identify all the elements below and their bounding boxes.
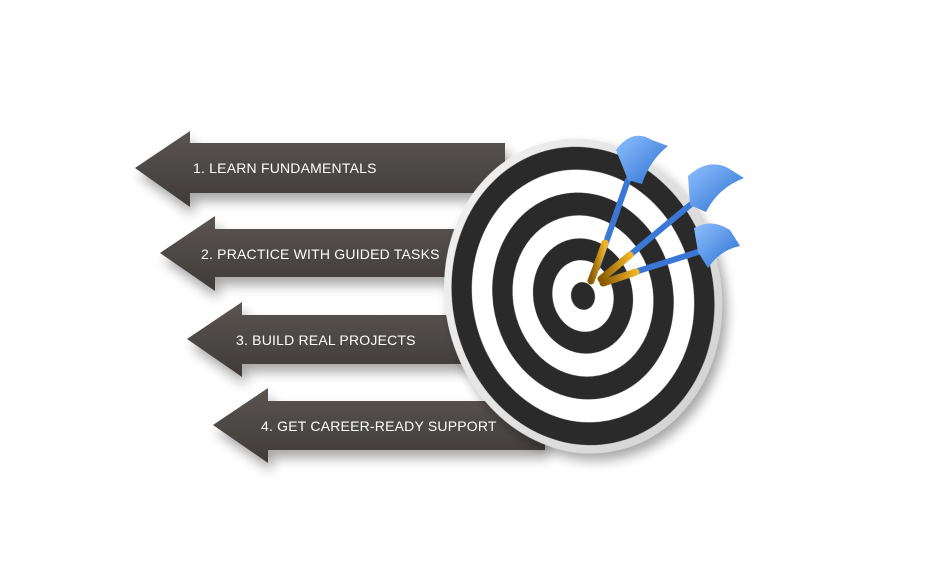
dart-flight-icon — [688, 164, 744, 212]
arrow-step-4: 4. GET CAREER-READY SUPPORT — [213, 388, 545, 463]
arrow-step-3: 3. BUILD REAL PROJECTS — [187, 302, 470, 377]
arrow-shape — [213, 388, 545, 463]
arrow-shape — [135, 131, 505, 207]
arrow-shape — [160, 216, 470, 291]
dart-flight-icon — [694, 223, 740, 268]
dart-2 — [597, 164, 744, 283]
step-4-label: 4. GET CAREER-READY SUPPORT — [261, 418, 497, 434]
arrow-shape — [187, 302, 470, 377]
step-3-label: 3. BUILD REAL PROJECTS — [236, 332, 416, 348]
dart-tip — [599, 268, 640, 287]
dart-tip — [597, 251, 634, 283]
dartboard-bullseye — [570, 282, 596, 310]
dart-1 — [587, 135, 668, 285]
dart-tip — [587, 239, 609, 285]
dartboard — [444, 138, 722, 454]
arrow-step-1: 1. LEARN FUNDAMENTALS — [135, 131, 505, 207]
step-2-label: 2. PRACTICE WITH GUIDED TASKS — [201, 246, 440, 262]
dart-flight-icon — [616, 135, 668, 184]
arrow-step-2: 2. PRACTICE WITH GUIDED TASKS — [160, 216, 470, 291]
dart-3 — [599, 223, 740, 287]
step-1-label: 1. LEARN FUNDAMENTALS — [193, 160, 377, 176]
